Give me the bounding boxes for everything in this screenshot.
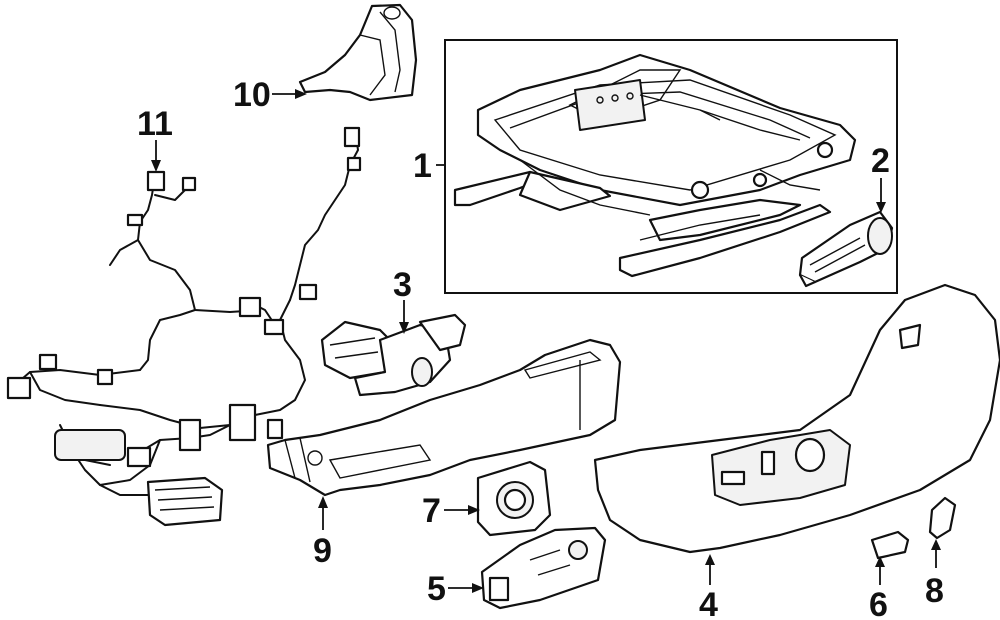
- seat-frame-assembly-drawing: [453, 53, 857, 278]
- inner-side-shield-drawing: [266, 338, 622, 497]
- callout-9: 9: [313, 532, 332, 570]
- callout-11: 11: [137, 105, 173, 143]
- recliner-cover-drawing: [298, 3, 418, 102]
- wiring-harness-drawing: [6, 126, 362, 527]
- callout-6: 6: [869, 586, 888, 620]
- callout-10: 10: [233, 76, 271, 114]
- callout-1: 1: [413, 147, 432, 185]
- seat-adjuster-motor-drawing: [798, 210, 894, 288]
- leader-lines: [151, 89, 941, 593]
- recliner-motor-drawing: [320, 313, 467, 397]
- callout-4: 4: [699, 586, 718, 620]
- switch-knob-recline-drawing: [928, 496, 957, 540]
- inset-frame-box: [444, 39, 898, 294]
- lumbar-switch-drawing: [476, 460, 552, 537]
- switch-knob-drawing: [870, 530, 910, 560]
- callout-3: 3: [393, 266, 412, 304]
- outer-side-shield-drawing: [593, 283, 1000, 554]
- callout-8: 8: [925, 572, 944, 610]
- callout-5: 5: [427, 570, 446, 608]
- callout-2: 2: [871, 142, 890, 180]
- callout-7: 7: [422, 492, 441, 530]
- seat-switch-drawing: [480, 526, 607, 610]
